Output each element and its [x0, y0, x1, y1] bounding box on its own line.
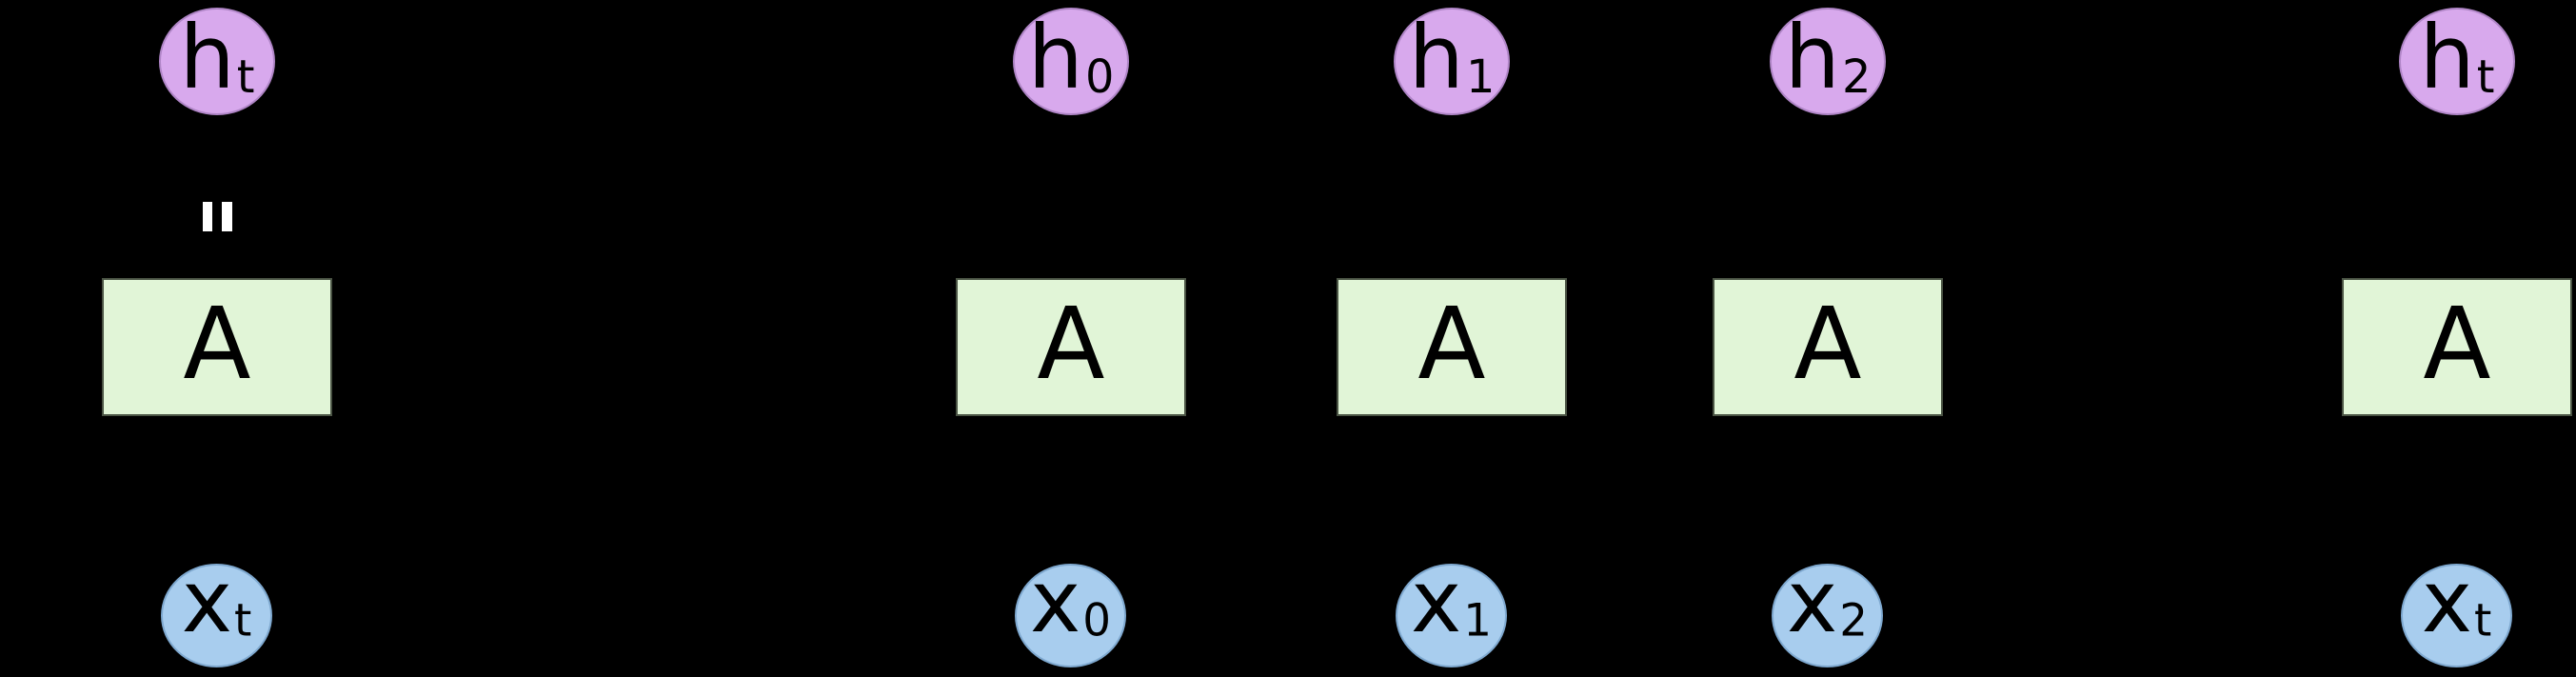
hidden-state-letter: h: [1027, 6, 1083, 109]
input-subscript: 2: [1839, 595, 1869, 647]
hidden-state-subscript: 1: [1465, 50, 1496, 104]
input-letter: x: [1029, 551, 1081, 652]
input-subscript: 1: [1463, 595, 1493, 647]
hidden-state-subscript: 0: [1084, 50, 1115, 104]
rnn-cell-label: A: [1037, 285, 1105, 402]
rnn-cell-label: A: [2423, 285, 2491, 402]
loop-casing-mark: [203, 202, 212, 231]
loop-casing-mark: [222, 202, 232, 231]
input-subscript: t: [233, 595, 252, 647]
input-letter: x: [2421, 551, 2472, 652]
rnn-cell-label: A: [183, 285, 251, 402]
input-letter: x: [1410, 551, 1462, 652]
loop-crossing-marks: [203, 202, 232, 231]
rnn-cell-label: A: [1417, 285, 1486, 402]
rnn-cell-box: A: [102, 278, 332, 416]
rnn-cell-label: A: [1793, 285, 1862, 402]
input-letter: x: [1786, 551, 1838, 652]
hidden-state-letter: h: [1408, 6, 1464, 109]
input-subscript: 0: [1082, 595, 1112, 647]
hidden-state-letter: h: [179, 6, 235, 109]
input-subscript: t: [2473, 595, 2492, 647]
rnn-cell-box: A: [956, 278, 1186, 416]
hidden-state-subscript: t: [236, 50, 255, 104]
hidden-state-letter: h: [1784, 6, 1840, 109]
hidden-state-subscript: 2: [1841, 50, 1872, 104]
hidden-state-letter: h: [2419, 6, 2475, 109]
hidden-state-subscript: t: [2476, 50, 2495, 104]
rnn-cell-box: A: [1337, 278, 1567, 416]
rnn-cell-box: A: [2342, 278, 2572, 416]
rnn-cell-box: A: [1713, 278, 1943, 416]
input-letter: x: [181, 551, 232, 652]
